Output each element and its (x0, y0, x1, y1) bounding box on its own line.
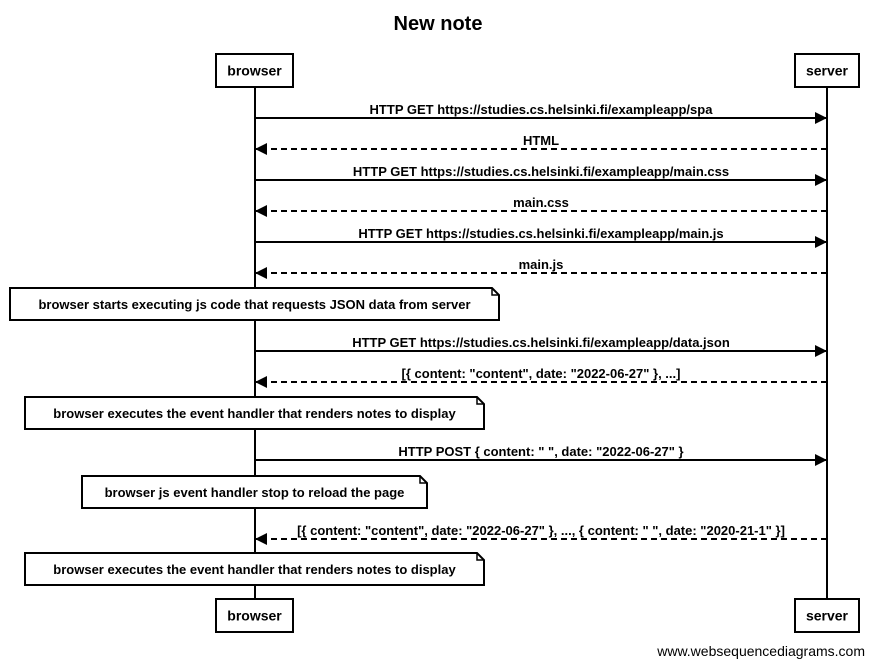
message-label: HTTP GET https://studies.cs.helsinki.fi/… (352, 335, 730, 350)
note-text: browser executes the event handler that … (53, 406, 456, 421)
message-1: HTTP GET https://studies.cs.helsinki.fi/… (255, 102, 827, 124)
message-3: HTTP GET https://studies.cs.helsinki.fi/… (255, 164, 827, 186)
note-2: browser executes the event handler that … (24, 396, 485, 430)
message-2: HTML (255, 133, 827, 155)
note-3: browser js event handler stop to reload … (81, 475, 428, 509)
message-10: [{ content: "content", date: "2022-06-27… (255, 523, 827, 545)
message-7: HTTP GET https://studies.cs.helsinki.fi/… (255, 335, 827, 357)
note-text: browser js event handler stop to reload … (105, 485, 405, 500)
diagram-title: New note (394, 13, 483, 35)
browser-actor-label: browser (227, 63, 282, 79)
message-8: [{ content: "content", date: "2022-06-27… (255, 366, 827, 388)
message-label: main.js (519, 257, 564, 272)
watermark-text: www.websequencediagrams.com (656, 643, 865, 659)
server-actor-bottom: server (794, 598, 860, 633)
note-text: browser starts executing js code that re… (38, 297, 470, 312)
message-label: [{ content: "content", date: "2022-06-27… (402, 366, 681, 381)
message-label: main.css (513, 195, 569, 210)
message-label: HTTP GET https://studies.cs.helsinki.fi/… (353, 164, 729, 179)
message-label: [{ content: "content", date: "2022-06-27… (297, 523, 785, 538)
message-5: HTTP GET https://studies.cs.helsinki.fi/… (255, 226, 827, 248)
server-actor-label: server (806, 608, 849, 624)
note-text: browser executes the event handler that … (53, 562, 456, 577)
note-4: browser executes the event handler that … (24, 552, 485, 586)
message-4: main.css (255, 195, 827, 217)
message-label: HTTP POST { content: " ", date: "2022-06… (398, 444, 683, 459)
message-label: HTML (523, 133, 559, 148)
note-1: browser starts executing js code that re… (9, 287, 500, 321)
browser-actor-bottom: browser (215, 598, 294, 633)
message-6: main.js (255, 257, 827, 279)
browser-actor-top: browser (215, 53, 294, 88)
server-actor-top: server (794, 53, 860, 88)
message-label: HTTP GET https://studies.cs.helsinki.fi/… (358, 226, 723, 241)
message-label: HTTP GET https://studies.cs.helsinki.fi/… (370, 102, 714, 117)
browser-actor-label: browser (227, 608, 282, 624)
server-actor-label: server (806, 63, 849, 79)
message-9: HTTP POST { content: " ", date: "2022-06… (255, 444, 827, 466)
